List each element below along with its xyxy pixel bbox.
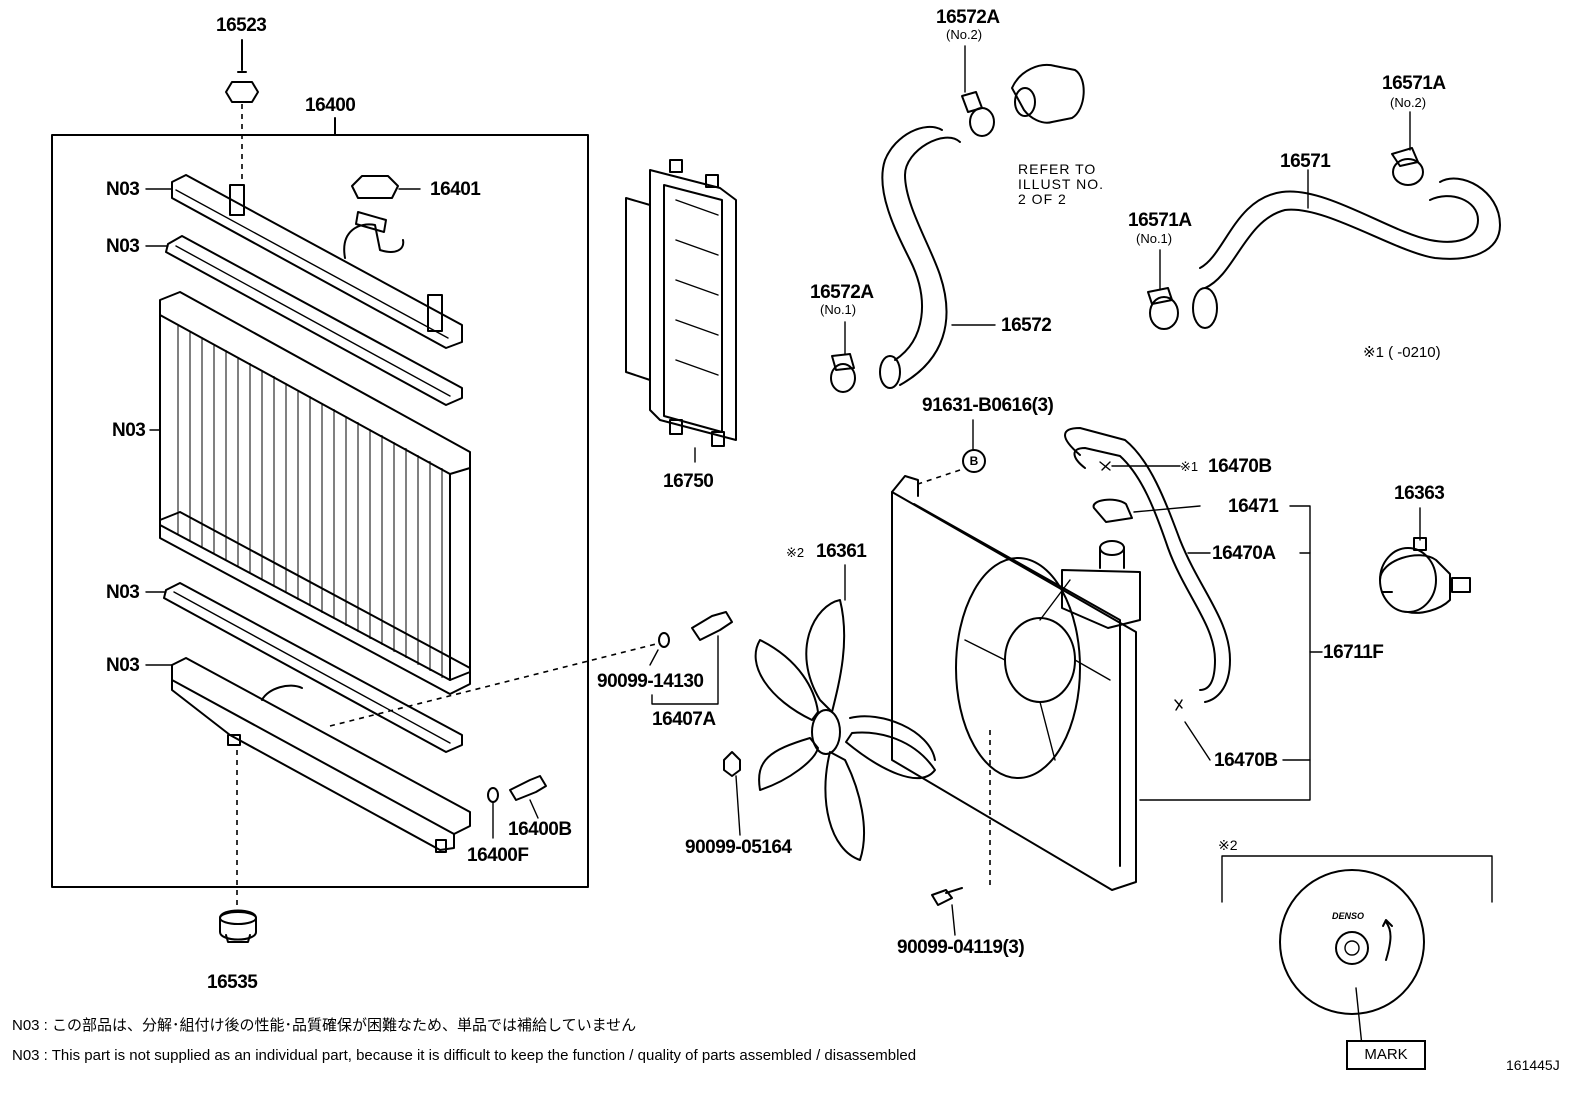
clamp-16571A-no2 [1391, 111, 1424, 186]
part-16523: 16523 [216, 15, 267, 36]
upper-tank [171, 174, 463, 349]
radiator-group-frame [51, 134, 589, 888]
part-16571A-no2: 16571A [1382, 73, 1446, 94]
part-91631: 91631-B0616(3) [922, 395, 1054, 416]
hose-16572 [879, 125, 996, 389]
part-16361: 16361 [816, 541, 867, 562]
part-16363: 16363 [1394, 483, 1445, 504]
part-n03: N03 [106, 655, 140, 676]
drain-cock-16400B [509, 775, 547, 801]
part-n03: N03 [106, 179, 140, 200]
part-16572: 16572 [1001, 315, 1052, 336]
fan-motor-16363 [1379, 507, 1471, 614]
drain-cock-16407A [691, 611, 733, 641]
part-16470B-top: 16470B [1208, 456, 1272, 477]
radiator-cap-16401 [351, 175, 421, 199]
mark-1: ※1 [1180, 459, 1199, 474]
fan-shroud [891, 475, 1141, 891]
part-16400: 16400 [305, 95, 356, 116]
air-guide-16750 [625, 159, 737, 447]
part-16750: 16750 [663, 471, 714, 492]
note-japanese: N03 : この部品は、分解･組付け後の性能･品質確保が困難なため、単品では補給… [12, 1017, 637, 1034]
nut-90099-05164 [723, 751, 741, 777]
drain-plug-16523 [225, 39, 259, 103]
upper-gasket [165, 235, 463, 406]
lower-gasket [163, 582, 463, 753]
part-16535: 16535 [207, 972, 258, 993]
lower-tank [171, 657, 471, 853]
radiator-core [159, 291, 471, 695]
part-16572A-no1: 16572A [810, 282, 874, 303]
part-16471: 16471 [1228, 496, 1279, 517]
part-16571A-no1-sub: (No.1) [1136, 231, 1173, 246]
part-90099-05164: 90099-05164 [685, 837, 792, 858]
part-16711F: 16711F [1323, 642, 1384, 663]
cooling-fan-16361 [754, 564, 936, 861]
mark-label: MARK [1346, 1040, 1426, 1070]
part-16470A: 16470A [1212, 543, 1276, 564]
mark2-box-title: ※2 [1218, 837, 1238, 853]
refer-note: REFER TO ILLUST NO. 2 OF 2 [1018, 161, 1104, 207]
part-16572A-no1-sub: (No.1) [820, 302, 857, 317]
mount-cushion-16535 [219, 909, 257, 943]
illustration-number: 161445J [1506, 1057, 1560, 1073]
part-16572A-no2: 16572A [936, 7, 1000, 28]
fan-hub-detail [1279, 869, 1425, 1015]
part-16571A-no1: 16571A [1128, 210, 1192, 231]
part-16401: 16401 [430, 179, 481, 200]
part-n03: N03 [106, 236, 140, 257]
note-english: N03 : This part is not supplied as an in… [12, 1047, 917, 1064]
reserve-hose-16470A [1064, 427, 1231, 703]
clamp-16572A-no1 [830, 321, 856, 393]
part-90099-04119: 90099-04119(3) [897, 937, 1025, 958]
footnote-1: ※1 ( -0210) [1363, 344, 1441, 361]
part-16470B-bottom: 16470B [1214, 750, 1278, 771]
water-outlet-ref [1011, 64, 1085, 124]
mark-2: ※2 [786, 545, 805, 560]
part-16400B: 16400B [508, 819, 572, 840]
clamp-16571A-no1 [1147, 249, 1179, 330]
callout-b: B [962, 449, 986, 473]
part-16400F: 16400F [467, 845, 529, 866]
part-16571: 16571 [1280, 151, 1331, 172]
hose-16571 [1192, 169, 1501, 329]
reserve-cap-16471 [1092, 498, 1133, 523]
part-n03: N03 [112, 420, 146, 441]
part-16572A-no2-sub: (No.2) [946, 27, 983, 42]
part-n03: N03 [106, 582, 140, 603]
part-90099-14130: 90099-14130 [597, 671, 704, 692]
clamp-16572A-no2 [961, 45, 995, 137]
denso-logo-text: DENSO [1332, 911, 1365, 921]
bolt-90099-04119 [931, 887, 963, 906]
mark-detail-frame [1221, 855, 1493, 903]
part-16571A-no2-sub: (No.2) [1390, 95, 1427, 110]
part-16407A: 16407A [652, 709, 716, 730]
